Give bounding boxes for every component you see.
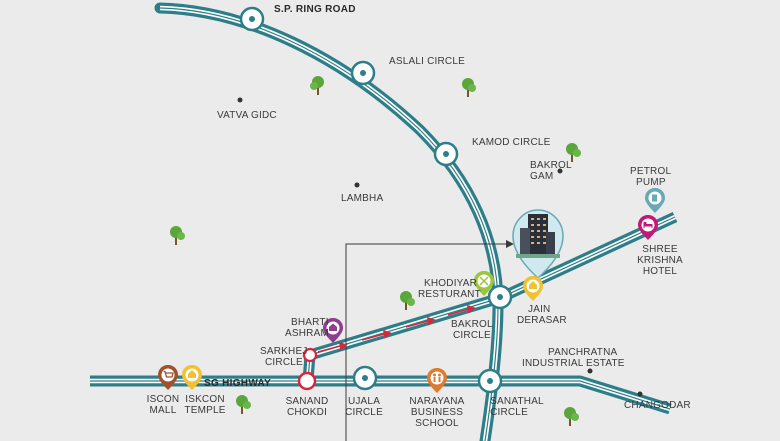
bharti-ashram-label: BHARTI: [291, 317, 329, 328]
sp-ring-road: [154, 2, 504, 441]
sarkhej-circle-label-2: CIRCLE: [265, 357, 303, 368]
sarkhej-circle-label: SARKHEJ: [260, 346, 308, 357]
bakrol-circle-label: BAKROL: [451, 319, 493, 330]
iskcon-temple-label: ISKCON: [185, 394, 225, 405]
vatva-gidc-dot: [237, 97, 243, 103]
petrol-pump-label-2: PUMP: [636, 177, 666, 188]
petrol-pump-label: PETROL: [630, 166, 671, 177]
sarkhej-bakrol-road: [302, 212, 678, 382]
sanand-chokdi-label: SANAND: [286, 396, 329, 407]
tree-icon: [310, 76, 324, 95]
house-icon: [329, 323, 337, 331]
iscon-mall-label-2: MALL: [150, 405, 177, 416]
aslali-circle-label: ASLALI CIRCLE: [389, 56, 465, 67]
place-dots: [237, 97, 643, 397]
sg-highway-road: [90, 375, 672, 415]
khodiyar-label-2: RESTURANT: [418, 289, 481, 300]
hotel-label: SHREE: [642, 244, 678, 255]
students-icon: [433, 373, 441, 382]
access-road-line: [345, 243, 512, 441]
jain-derasar-label: JAIN: [528, 304, 550, 315]
labels: S.P. RING ROAD SG HIGHWAY ASLALI CIRCLE …: [147, 4, 691, 429]
bakrol-gam-label: BAKROL: [530, 160, 572, 171]
bakrol-gam-dot: [557, 168, 563, 174]
hotel-label-3: HOTEL: [643, 266, 678, 277]
ujala-circle-roundabout-icon: [352, 365, 378, 391]
iscon-mall-pin[interactable]: [158, 365, 178, 390]
access-arrow-icon: [506, 240, 514, 248]
sanand-chokdi-roundabout-icon: [297, 371, 317, 391]
lambha-dot: [354, 182, 360, 188]
panchratna-label: PANCHRATNA: [548, 347, 618, 358]
route-arrows: [317, 304, 476, 353]
changodar-label: CHANGODAR: [624, 400, 691, 411]
narayana-label: NARAYANA: [409, 396, 464, 407]
changodar-dot: [637, 391, 643, 397]
khodiyar-resturant-pin[interactable]: [474, 271, 494, 296]
bakrol-circle-roundabout-icon: [487, 284, 513, 310]
roads-layer: [90, 2, 678, 441]
narayana-label-2: BUSINESS: [411, 407, 463, 418]
panchratna-dot: [587, 368, 593, 374]
ujala-circle-label: UJALA: [348, 396, 380, 407]
ujala-circle-label-2: CIRCLE: [345, 407, 383, 418]
sanathal-circle-label-2: CIRCLE: [490, 407, 528, 418]
hotel-pin[interactable]: [638, 215, 658, 240]
sanathal-circle-label: SANATHAL: [490, 396, 544, 407]
tree-icon: [566, 143, 581, 162]
jain-derasar-pin[interactable]: [523, 276, 543, 301]
sarkhej-circle-roundabout-icon: [302, 347, 318, 363]
panchratna-label-2: INDUSTRIAL ESTATE: [522, 358, 625, 369]
tree-icon: [400, 291, 415, 310]
sanathal-circle-roundabout-icon: [477, 368, 503, 394]
bharti-ashram-pin[interactable]: [323, 318, 343, 343]
vatva-gidc-label: VATVA GIDC: [217, 110, 277, 121]
iscon-mall-label: ISCON: [147, 394, 180, 405]
sp-ring-road-label: S.P. RING ROAD: [274, 4, 356, 15]
narayana-label-3: SCHOOL: [415, 418, 459, 429]
petrol-pump-pin[interactable]: [645, 188, 665, 213]
bharti-ashram-label-2: ASHRAM: [285, 328, 329, 339]
tree-icon: [236, 395, 251, 414]
narayana-school-pin[interactable]: [427, 368, 447, 393]
jain-derasar-label-2: DERASAR: [517, 315, 567, 326]
tree-icon: [170, 226, 185, 245]
iskcon-temple-label-2: TEMPLE: [184, 405, 225, 416]
cart-icon: [163, 370, 174, 378]
fork-knife-icon: [479, 276, 489, 286]
tree-icon: [462, 78, 476, 97]
temple-icon: [188, 370, 196, 378]
lambha-label: LAMBHA: [341, 193, 383, 204]
roundabouts: [239, 6, 513, 394]
kamod-circle-roundabout-icon: [433, 141, 459, 167]
project-location-pin[interactable]: [512, 209, 564, 280]
temple-icon: [529, 281, 537, 289]
tree-icon: [564, 407, 579, 426]
aslali-circle-roundabout-icon: [350, 60, 376, 86]
sp-ring-road-roundabout-icon: [239, 6, 265, 32]
bed-icon: [643, 222, 653, 228]
khodiyar-label: KHODIYAR: [424, 278, 477, 289]
trees: [170, 76, 581, 426]
fuel-icon: [652, 194, 657, 202]
sg-highway-label: SG HIGHWAY: [204, 378, 271, 389]
iskcon-temple-pin[interactable]: [182, 365, 202, 390]
bakrol-circle-label-2: CIRCLE: [453, 330, 491, 341]
bakrol-gam-label-2: GAM: [530, 171, 553, 182]
building-icon: [516, 214, 560, 258]
kamod-circle-label: KAMOD CIRCLE: [472, 137, 551, 148]
sanand-chokdi-label-2: CHOKDI: [287, 407, 327, 418]
hotel-label-2: KRISHNA: [637, 255, 683, 266]
